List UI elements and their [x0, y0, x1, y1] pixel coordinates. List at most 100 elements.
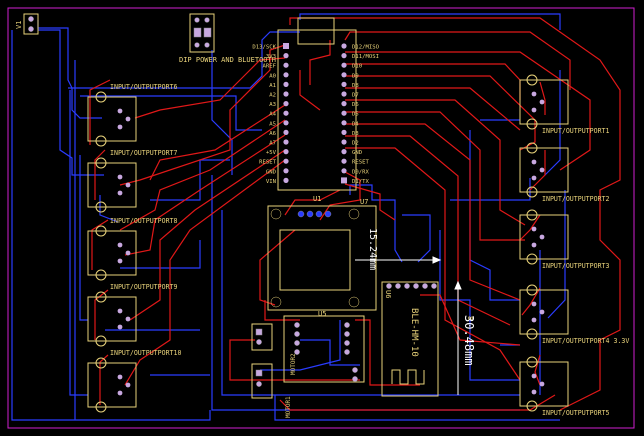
u5-pad: [344, 322, 350, 328]
port-connector-box: [87, 296, 137, 342]
arduino-right-pad: [341, 120, 347, 126]
arduino-left-pin-label: A2: [269, 93, 276, 99]
dimension-labels: 15.24mm 30.48mm: [367, 228, 476, 366]
ble-pad: [431, 283, 437, 289]
arduino-left-pad: [283, 139, 289, 145]
dip-switch-slot: [203, 27, 212, 38]
port-labels: INPUT/OUTPUTPORT6INPUT/OUTPUTPORT7INPUT/…: [110, 83, 629, 417]
v1-pad: [28, 26, 34, 32]
port-pad: [531, 301, 537, 307]
port-pad: [531, 159, 537, 165]
port-pad: [117, 190, 123, 196]
arduino-right-pin-label: D4: [352, 121, 359, 127]
port-pad: [125, 382, 131, 388]
dim-h-arrow: [432, 256, 442, 264]
dip-switch-slot: [193, 27, 202, 38]
port-pad: [539, 167, 545, 173]
text-labels: V1 DIP POWER AND BLUETOOTH U1 U7 U5 U6 B…: [15, 21, 474, 418]
port-pad: [117, 124, 123, 130]
port-mount-hole: [95, 335, 107, 347]
arduino-right-pin-label: GND: [352, 150, 363, 156]
motor1-connector: [251, 363, 273, 399]
arduino-left-pin-label: D13/SCK: [252, 45, 276, 51]
u7-mount: [348, 296, 360, 308]
arduino-left-pin-label: A1: [269, 83, 276, 89]
port-pad: [531, 107, 537, 113]
port-connector-box: [87, 96, 137, 142]
port-pad: [539, 381, 545, 387]
port-mount-hole: [95, 157, 107, 169]
arduino-right-pin-label: D9: [352, 73, 359, 79]
arduino-right-pad: [341, 101, 347, 107]
port-label: INPUT/OUTPUTPORT5: [542, 409, 610, 417]
port-pad: [531, 175, 537, 181]
dip-pad: [204, 17, 210, 23]
misc-pads: [28, 16, 437, 387]
u5-pad: [344, 331, 350, 337]
port-pad: [117, 174, 123, 180]
port-mount-hole: [526, 400, 538, 412]
arduino-left-pin-label: GND: [266, 169, 277, 175]
port-mount-hole: [526, 253, 538, 265]
ble-pad: [422, 283, 428, 289]
port-pad: [539, 234, 545, 240]
port-mount-hole: [526, 142, 538, 154]
dim-v-label: 30.48mm: [462, 315, 476, 366]
motor1-pad: [255, 369, 263, 377]
port-pad: [117, 308, 123, 314]
port-mount-hole: [526, 118, 538, 130]
dip-pad: [194, 17, 200, 23]
port-connector-box: [87, 362, 137, 408]
u7-display: [279, 229, 351, 291]
arduino-right-pad: [341, 91, 347, 97]
port-pad: [125, 250, 131, 256]
port-connector-box: [519, 214, 569, 260]
arduino-right-pin-label: D5: [352, 112, 359, 118]
u5-label: U5: [318, 310, 326, 318]
arduino-left-pad: [283, 168, 289, 174]
motor2-label: MOTOR2: [290, 353, 297, 375]
arduino-left-pin-label: AREF: [263, 64, 277, 70]
u6-label: U6: [384, 290, 392, 298]
dip-pad: [204, 42, 210, 48]
port-mount-hole: [95, 201, 107, 213]
port-mount-hole: [95, 357, 107, 369]
arduino-right-pin-label: RESET: [352, 160, 369, 166]
dip-pad: [194, 42, 200, 48]
arduino-left-pad: [283, 158, 289, 164]
port-mount-hole: [95, 401, 107, 413]
port-boxes: [87, 74, 569, 413]
dim-v-arrow: [454, 280, 462, 290]
port-mount-hole: [526, 209, 538, 221]
port-label: INPUT/OUTPUTPORT8: [110, 217, 178, 225]
arduino-left-pad: [283, 120, 289, 126]
arduino-right-pad: [341, 139, 347, 145]
motor2-connector: [251, 323, 273, 351]
u7-pad: [315, 210, 323, 218]
arduino-pins: D13/SCK3V3AREFA0A1A2A3A4A5A6A7+5VRESETGN…: [252, 43, 380, 185]
v1-connector: [23, 13, 39, 35]
port-pad: [117, 390, 123, 396]
port-pad: [117, 324, 123, 330]
port-pad: [539, 99, 545, 105]
port-pad: [117, 374, 123, 380]
usb-connector: [297, 17, 335, 45]
u5-pad: [344, 349, 350, 355]
u7-pad: [324, 210, 332, 218]
arduino-left-pin-label: A3: [269, 102, 276, 108]
u7-pad: [297, 210, 305, 218]
arduino-right-pad: [341, 110, 347, 116]
dimensions: [355, 256, 462, 395]
arduino-left-pad: [283, 62, 289, 68]
top-traces: [89, 17, 621, 411]
u7-module: [267, 205, 377, 311]
u5-module: [283, 315, 365, 383]
port-mount-hole: [95, 135, 107, 147]
port-label: INPUT/OUTPUTPORT3: [542, 262, 610, 270]
ble-module: [381, 281, 439, 397]
arduino-nano-outline: [277, 29, 357, 191]
port-pad: [117, 242, 123, 248]
arduino-right-pad: [341, 177, 347, 184]
u5-pad: [344, 340, 350, 346]
